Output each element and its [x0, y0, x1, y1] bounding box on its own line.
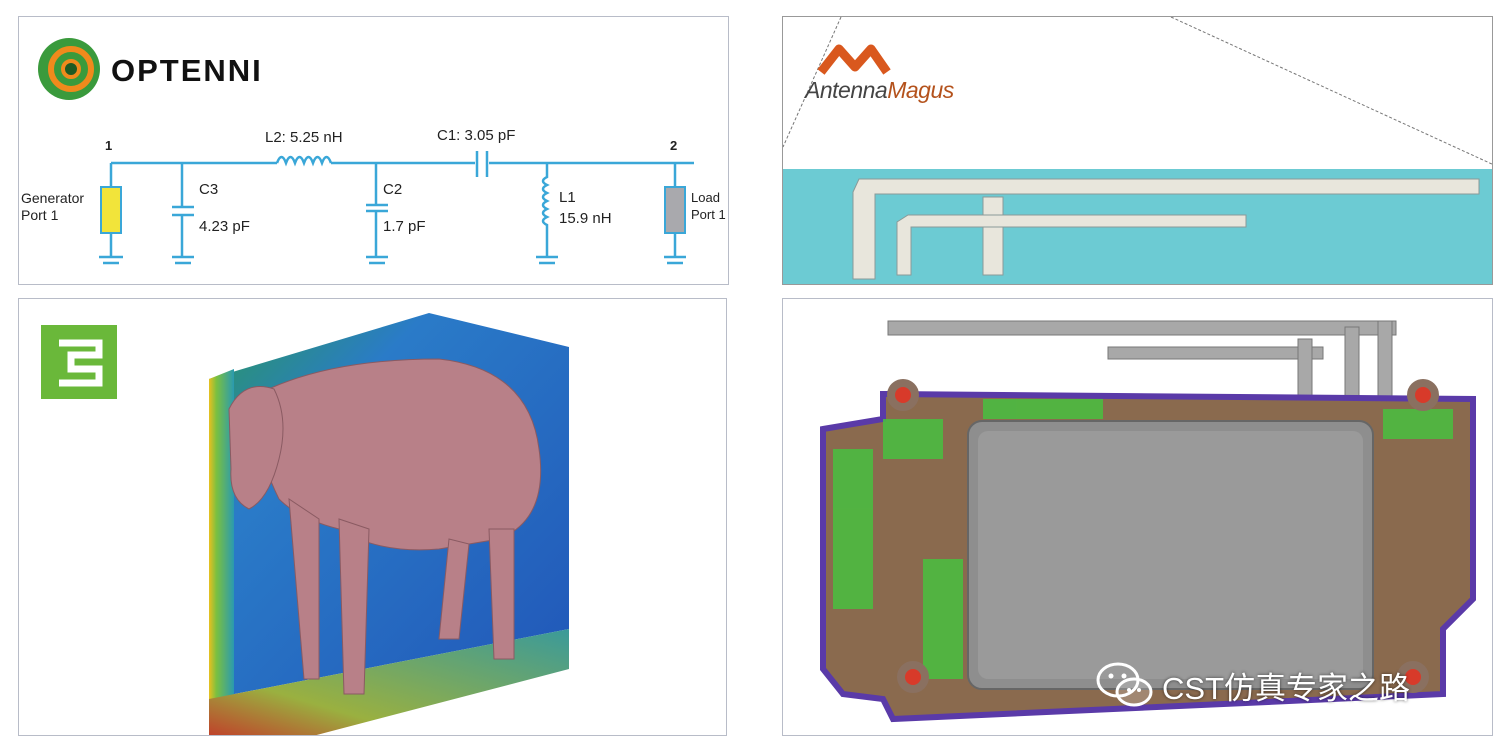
pcb-panel — [782, 298, 1493, 736]
load-port-label: Port 1 — [691, 207, 726, 222]
cst-logo-icon — [41, 325, 117, 399]
l1-name: L1 — [559, 189, 576, 206]
c1-label: C1: 3.05 pF — [437, 127, 516, 144]
generator-wires — [99, 163, 123, 265]
inductor-l1 — [536, 163, 558, 265]
sheep-model — [228, 358, 542, 695]
capacitor-c2 — [366, 163, 388, 265]
circuit-schematic — [38, 38, 694, 265]
generator-port-icon — [100, 186, 122, 234]
l2-label: L2: 5.25 nH — [265, 129, 343, 146]
antenna-magus-logo-text: AntennaMagus — [805, 77, 954, 103]
wechat-icon — [1096, 662, 1153, 707]
generator-port-label: Port 1 — [21, 207, 59, 223]
antenna-magus-panel: AntennaMagus — [782, 16, 1493, 285]
optenni-logo-icon — [38, 38, 100, 100]
c2-value: 1.7 pF — [383, 218, 426, 235]
optenni-logo-text: OPTENNI — [111, 53, 263, 88]
watermark-text: CST仿真专家之路 — [1162, 670, 1410, 706]
port2-number: 2 — [670, 138, 678, 153]
watermark: CST仿真专家之路 — [1096, 662, 1410, 708]
port1-number: 1 — [105, 138, 113, 153]
antenna-model — [783, 17, 1492, 284]
optenni-circuit-panel: OPTENNI 1 2 Generator Port 1 Load Port 1… — [18, 16, 729, 285]
generator-label: Generator — [21, 190, 85, 206]
pcb-antenna-traces — [887, 320, 1397, 402]
load-label: Load — [691, 190, 720, 205]
sheep-field-simulation — [41, 313, 569, 735]
c3-value: 4.23 pF — [199, 218, 250, 235]
capacitor-c3 — [172, 163, 194, 265]
l1-value: 15.9 nH — [559, 210, 612, 227]
load-wires — [664, 163, 686, 265]
c2-name: C2 — [383, 181, 403, 198]
load-port-icon — [664, 186, 686, 234]
antenna-magus-logo-icon — [817, 44, 891, 75]
pcb-model — [820, 320, 1476, 723]
sheep-simulation-panel — [18, 298, 727, 736]
c3-name: C3 — [199, 181, 219, 198]
capacitor-c1 — [475, 151, 489, 177]
mounting-holes — [887, 379, 1439, 693]
inductor-l2 — [275, 155, 333, 167]
antenna-traces — [852, 178, 1480, 280]
